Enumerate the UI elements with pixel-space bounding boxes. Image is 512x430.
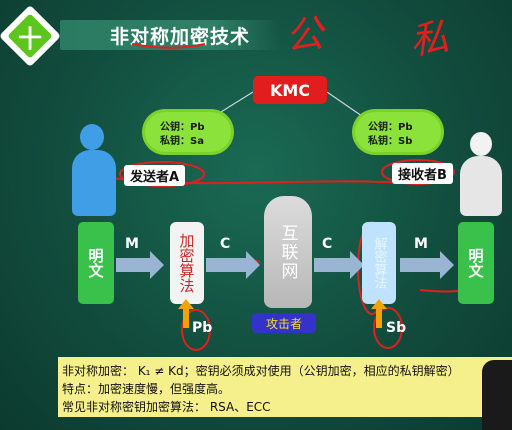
encrypt-key-arrow bbox=[178, 299, 194, 328]
decrypt-key-label: Sb bbox=[386, 320, 407, 336]
attacker-label: 攻击者 bbox=[252, 313, 316, 333]
section-number: 十 bbox=[18, 24, 42, 53]
receiver-avatar-head bbox=[470, 132, 492, 156]
page-title: 非对称加密技术 bbox=[110, 26, 251, 48]
receiver-private-key: 私钥：Sb bbox=[368, 136, 413, 147]
sender-key-cloud bbox=[145, 112, 231, 152]
plaintext-box-left: 明文 bbox=[78, 222, 114, 304]
receiver-avatar-body bbox=[460, 156, 502, 216]
receiver-key-cloud bbox=[355, 112, 441, 152]
encrypt-key-label: Pb bbox=[192, 320, 213, 336]
arrow-c-right-label: C bbox=[322, 236, 333, 252]
receiver-label: 接收者B bbox=[392, 163, 453, 184]
note-definition: 非对称加密： K₁ ≠ Kd；密钥必须成对使用（公钥加密，相应的私钥解密） bbox=[62, 364, 460, 378]
arrow-m-right-label: M bbox=[414, 236, 428, 252]
arrow-c-left bbox=[206, 251, 260, 279]
sender-avatar-body bbox=[72, 150, 116, 216]
sender-avatar-head bbox=[80, 124, 104, 150]
note-characteristics: 特点：加密速度慢，但强度高。 bbox=[62, 382, 231, 396]
encrypt-algorithm-box: 加密算法 bbox=[170, 222, 204, 304]
kmc-box: KMC bbox=[253, 76, 327, 104]
arrow-c-right bbox=[314, 251, 364, 279]
internet-box: 互联网 bbox=[264, 196, 312, 308]
sender-public-key: 公钥：Pb bbox=[160, 122, 205, 133]
receiver-public-key: 公钥：Pb bbox=[368, 122, 413, 133]
arrow-m-left bbox=[116, 251, 164, 279]
sender-label: 发送者A bbox=[124, 165, 186, 186]
arrow-m-left-label: M bbox=[125, 236, 139, 252]
arrow-c-left-label: C bbox=[220, 236, 231, 252]
decrypt-key-arrow bbox=[371, 299, 387, 328]
sender-private-key: 私钥：Sa bbox=[160, 136, 204, 147]
title-bar bbox=[60, 20, 280, 50]
notes-panel bbox=[58, 357, 512, 417]
presenter-silhouette bbox=[482, 360, 512, 430]
plaintext-box-right: 明文 bbox=[458, 222, 494, 304]
arrow-m-right bbox=[400, 251, 454, 279]
decrypt-algorithm-box: 解密算法 bbox=[362, 222, 396, 304]
note-common-algorithms: 常见非对称密钥加密算法： RSA、ECC bbox=[62, 400, 271, 414]
